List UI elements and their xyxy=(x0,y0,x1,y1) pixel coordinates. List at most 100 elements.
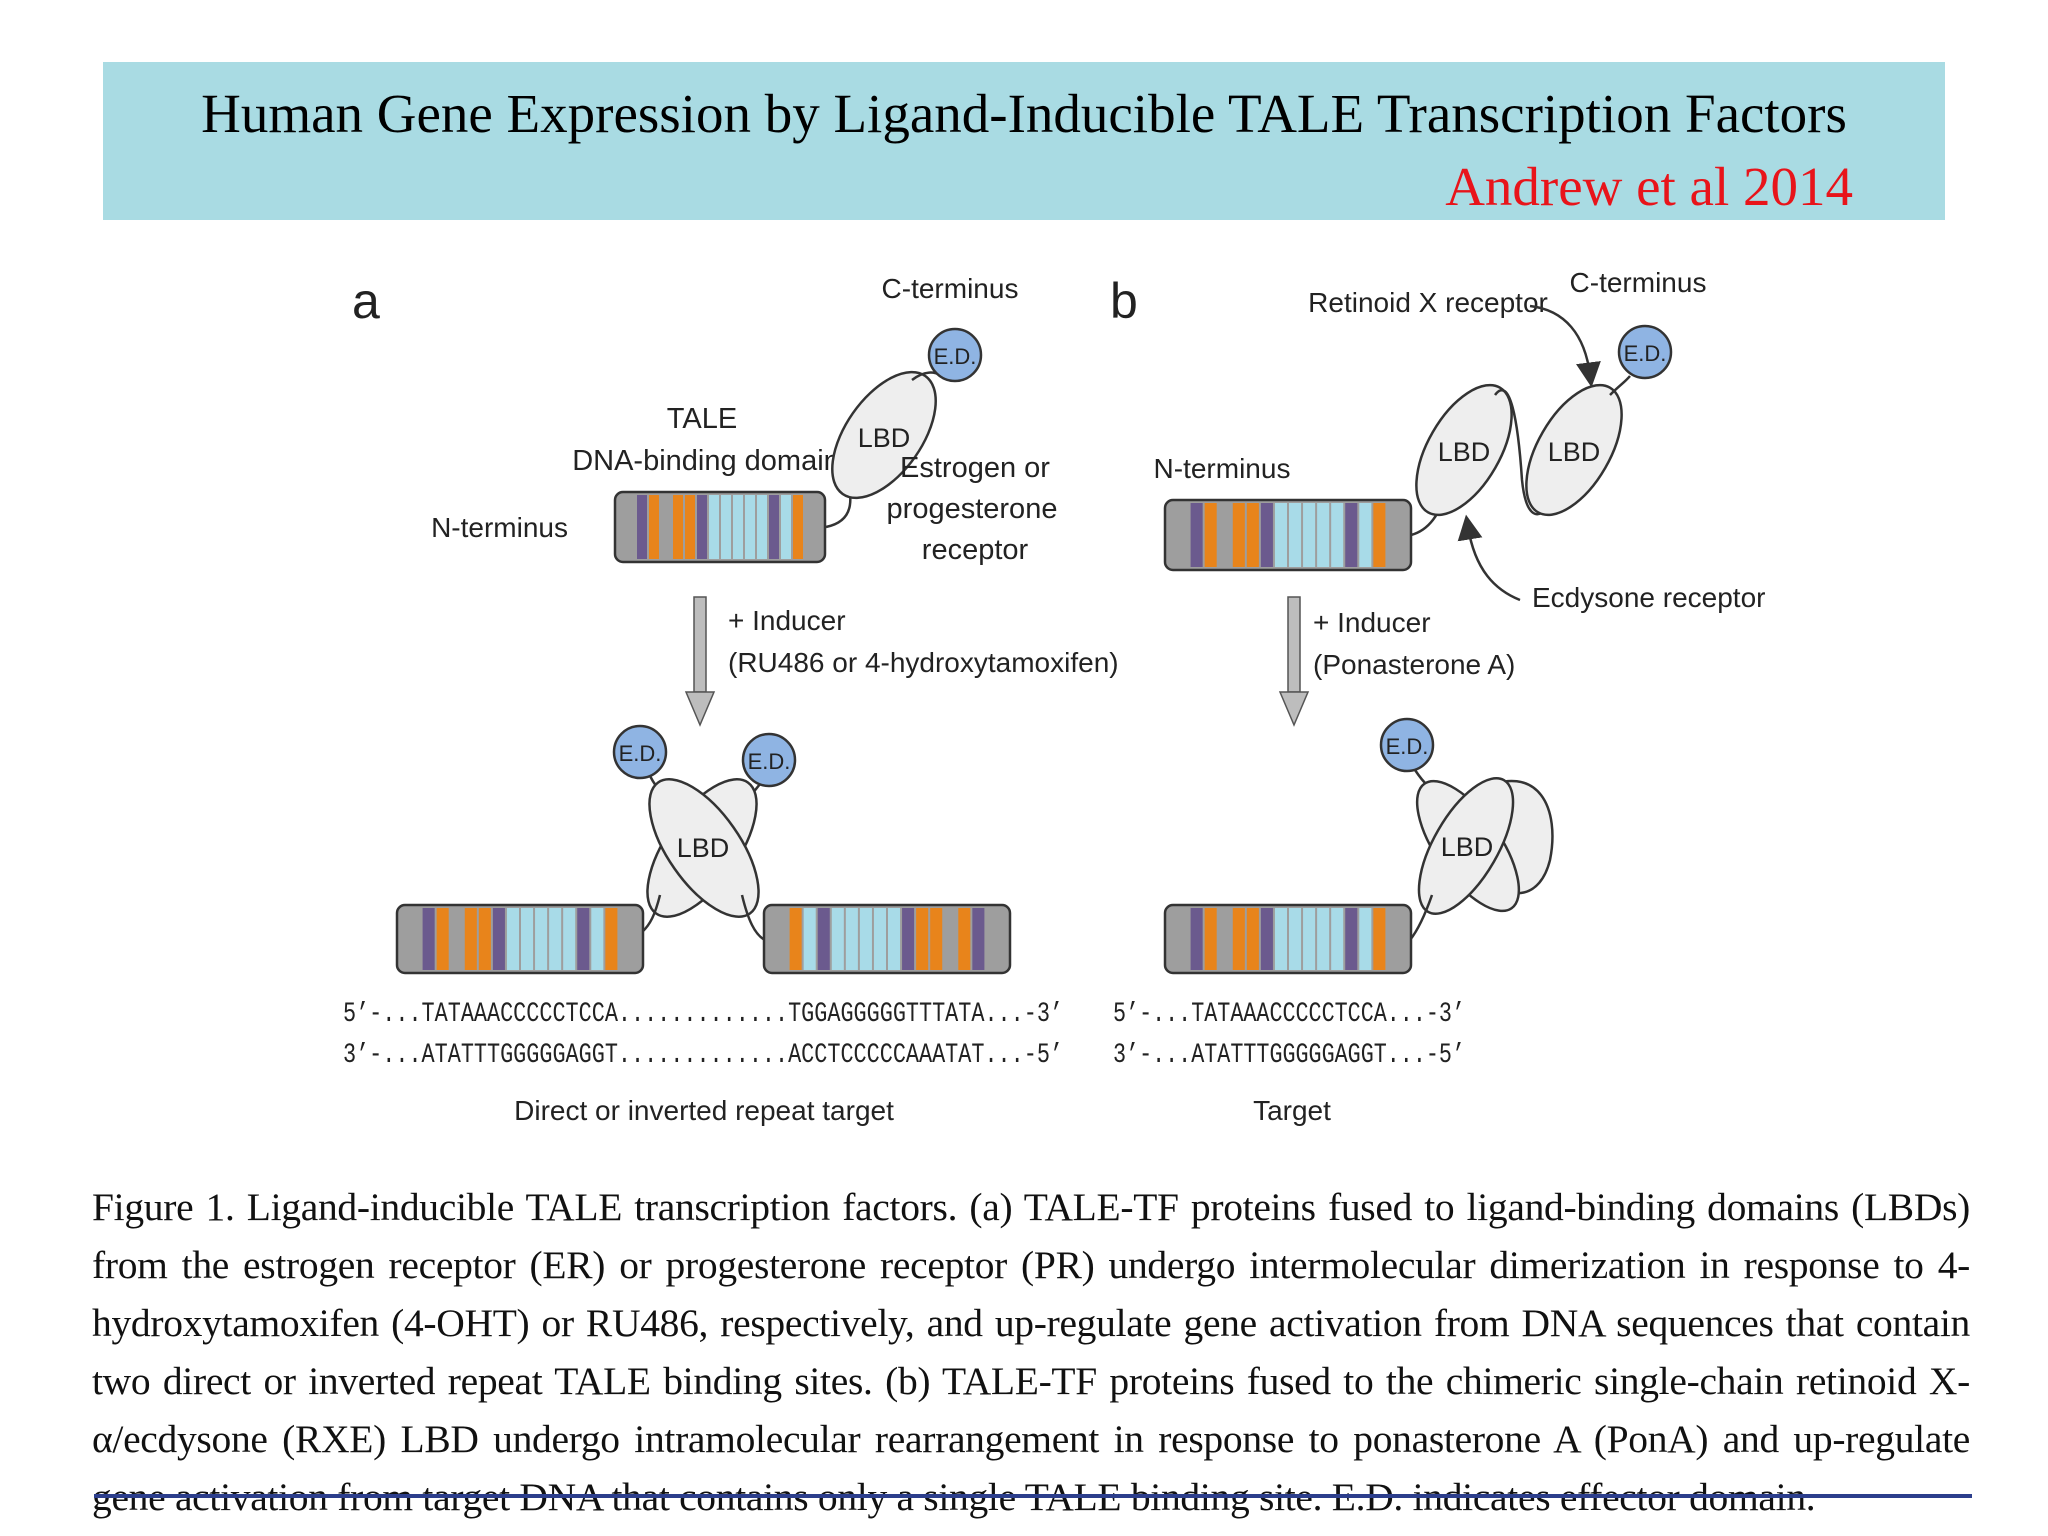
panel-b-letter: b xyxy=(1110,273,1138,329)
lbd-label-a: LBD xyxy=(858,423,911,453)
lbd-ellipse-b1 xyxy=(1415,383,1513,517)
tale-repeat-unit xyxy=(733,495,743,559)
linker-b-ed xyxy=(1609,375,1631,396)
inducer-arrow-b xyxy=(1278,596,1310,727)
lbd-label-dimer: LBD xyxy=(677,833,730,863)
tale-repeat-unit xyxy=(436,908,449,970)
tale-repeat-unit xyxy=(745,495,755,559)
tale-repeat-unit xyxy=(859,908,872,970)
tale-repeat-unit xyxy=(1359,503,1372,567)
n-terminus-label-a: N-terminus xyxy=(431,512,568,543)
tale-repeat-unit xyxy=(1204,503,1217,567)
tale-repeat-unit xyxy=(1317,908,1330,970)
tale-repeat-unit xyxy=(1331,908,1344,970)
tale-repeat-unit xyxy=(873,908,886,970)
tale-repeat-unit xyxy=(1373,503,1386,567)
tale-repeat-unit xyxy=(1331,503,1344,567)
lbd-ellipse-a xyxy=(831,370,937,500)
c-terminus-label-a: C-terminus xyxy=(882,273,1019,304)
ecdysone-arrow xyxy=(1457,514,1521,602)
tale-repeat-unit xyxy=(721,495,731,559)
tale-repeat-unit xyxy=(661,495,671,559)
tale-repeat-unit xyxy=(605,908,618,970)
tale-repeat-unit xyxy=(1246,908,1259,970)
lbd-ellipse-b2 xyxy=(1525,383,1623,517)
tale-repeat-unit xyxy=(591,908,604,970)
dna-seq-top-a: 5’-...TATAAACCCCCTCCA.............TGGAGG… xyxy=(343,999,1063,1030)
tale-repeat-unit xyxy=(803,908,816,970)
tale-repeat-unit xyxy=(1303,503,1316,567)
tale-dna-binding-domain-a xyxy=(613,490,827,564)
c-terminus-label-b: C-terminus xyxy=(1570,267,1707,298)
ed-label-b: E.D. xyxy=(1624,341,1667,366)
figure-caption: Figure 1. Ligand-inducible TALE transcri… xyxy=(92,1185,1970,1519)
tale-repeat-unit xyxy=(1359,908,1372,970)
title-banner: Human Gene Expression by Ligand-Inducibl… xyxy=(103,62,1945,220)
tale-repeat-unit xyxy=(1204,908,1217,970)
ed-label-dimer-right: E.D. xyxy=(748,749,791,774)
tale-repeat-unit xyxy=(831,908,844,970)
tale-bar-bound-left xyxy=(395,903,645,975)
tale-repeat-unit xyxy=(697,495,707,559)
tale-label-line1: TALE xyxy=(667,403,737,435)
ed-label-b-bound: E.D. xyxy=(1386,734,1429,759)
rxr-arrow xyxy=(1529,304,1601,388)
tale-repeat-unit xyxy=(845,908,858,970)
tale-repeat-unit xyxy=(492,908,505,970)
target-label-b: Target xyxy=(1253,1095,1331,1126)
tale-repeat-unit xyxy=(944,908,957,970)
receptor-label-line2: progesterone xyxy=(887,493,1058,525)
figure-diagram: a TALE DNA-binding domain N-terminus LBD… xyxy=(343,267,1765,1126)
tale-label-line2: DNA-binding domain xyxy=(572,445,840,477)
effector-domain-dimer-left xyxy=(612,724,668,780)
tale-repeat-unit xyxy=(1218,503,1231,567)
bottom-rule xyxy=(94,1494,1972,1498)
lbd-label-b1: LBD xyxy=(1438,437,1491,467)
tale-repeat-unit xyxy=(685,495,695,559)
effector-domain-b-bound xyxy=(1379,717,1435,773)
slide-title: Human Gene Expression by Ligand-Inducibl… xyxy=(201,83,1847,144)
lbd-label-b2: LBD xyxy=(1548,437,1601,467)
tale-repeat-unit xyxy=(709,495,719,559)
effector-domain-dimer-right xyxy=(741,732,797,788)
tale-bar-bound-right xyxy=(762,903,1012,975)
dimer-to-bar-right xyxy=(740,894,766,942)
tale-repeat-unit xyxy=(521,908,534,970)
tale-repeat-unit xyxy=(958,908,971,970)
tale-repeat-unit xyxy=(577,908,590,970)
effector-domain-b xyxy=(1617,324,1673,380)
tale-repeat-unit xyxy=(549,908,562,970)
inducer-arrow-a xyxy=(684,596,716,727)
ed-label-a: E.D. xyxy=(934,344,977,369)
tale-repeat-unit xyxy=(673,495,683,559)
ecdysone-label: Ecdysone receptor xyxy=(1532,582,1765,613)
tale-repeat-unit xyxy=(1345,908,1358,970)
target-label-a: Direct or inverted repeat target xyxy=(514,1095,894,1126)
tale-repeat-unit xyxy=(1373,908,1386,970)
tale-repeat-unit xyxy=(1260,908,1273,970)
tale-repeat-unit xyxy=(1289,503,1302,567)
inducer-label-b-line1: + Inducer xyxy=(1313,607,1431,638)
tale-repeat-unit xyxy=(563,908,576,970)
receptor-label-line1: Estrogen or xyxy=(900,452,1050,484)
tale-repeat-unit xyxy=(1303,908,1316,970)
tale-repeat-unit xyxy=(1260,503,1273,567)
citation: Andrew et al 2014 xyxy=(1445,156,1853,217)
tale-repeat-unit xyxy=(793,495,803,559)
tale-repeat-unit xyxy=(1345,503,1358,567)
tale-repeat-unit xyxy=(902,908,915,970)
tale-repeat-unit xyxy=(464,908,477,970)
dna-seq-bottom-b: 3’-...ATATTTGGGGGAGGT...-5’ xyxy=(1113,1040,1465,1071)
tale-repeat-unit xyxy=(1317,503,1330,567)
lbd-dimer-ellipse-2 xyxy=(648,778,760,918)
tale-repeat-unit xyxy=(1232,503,1245,567)
tale-repeat-unit xyxy=(1190,503,1203,567)
receptor-label-line3: receptor xyxy=(922,534,1029,566)
tale-repeat-unit xyxy=(930,908,943,970)
effector-domain-a xyxy=(927,327,983,383)
dna-seq-bottom-a: 3’-...ATATTTGGGGGAGGT.............ACCTCC… xyxy=(343,1040,1063,1071)
tale-repeat-unit xyxy=(1274,503,1287,567)
tale-repeat-unit xyxy=(888,908,901,970)
n-terminus-label-b: N-terminus xyxy=(1154,453,1291,484)
tale-dna-binding-domain-b xyxy=(1163,498,1413,572)
